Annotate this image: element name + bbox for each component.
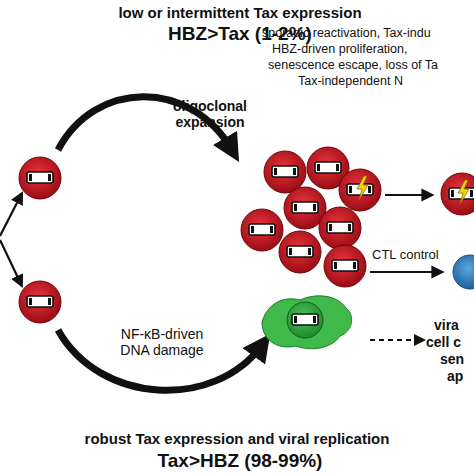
lightning-symbol [357, 176, 368, 200]
nucleus [287, 302, 323, 338]
infected-cell [319, 207, 361, 249]
dashed-arrow [370, 339, 420, 341]
lightning-symbol [458, 180, 469, 204]
heading: robust Tax expression and viral replicat… [60, 430, 414, 447]
heading-ratio: Tax>HBZ (98-99%) [120, 450, 360, 472]
outcome-text: vira [434, 317, 474, 333]
arrow [385, 194, 428, 196]
arrow-label: CTL control [372, 248, 452, 263]
outcome-text: sen [440, 351, 474, 367]
outcome-text: ap [447, 368, 474, 384]
infected-cell [279, 231, 321, 273]
outcome-text: HBZ-driven proliferation, [272, 42, 474, 56]
infected-cell [19, 281, 61, 323]
heading: low or intermittent Tax expression [90, 4, 390, 21]
cleared-cell [453, 255, 474, 289]
branch-arrow [0, 240, 20, 282]
outcome-text: Tax-independent N [298, 74, 474, 88]
provirus-symbol [292, 314, 318, 325]
infected-cell [241, 209, 283, 251]
outcome-text: sporadic reactivation, Tax-indu [262, 26, 474, 40]
branch-arrow [0, 197, 20, 236]
infected-cell [324, 245, 366, 287]
arrow-label: NF-κB-driven DNA damage [110, 326, 214, 358]
transformed-cell [441, 173, 474, 215]
arrow [370, 271, 438, 273]
outcome-text: cell c [426, 334, 474, 350]
cytoplasm-shape [262, 296, 352, 349]
infected-cell [339, 169, 381, 211]
outcome-text: senescence escape, loss of Ta [268, 58, 474, 72]
arrow-label: oligoclonal expansion [160, 98, 260, 130]
infected-cell [19, 157, 61, 199]
infected-cell [264, 151, 306, 193]
